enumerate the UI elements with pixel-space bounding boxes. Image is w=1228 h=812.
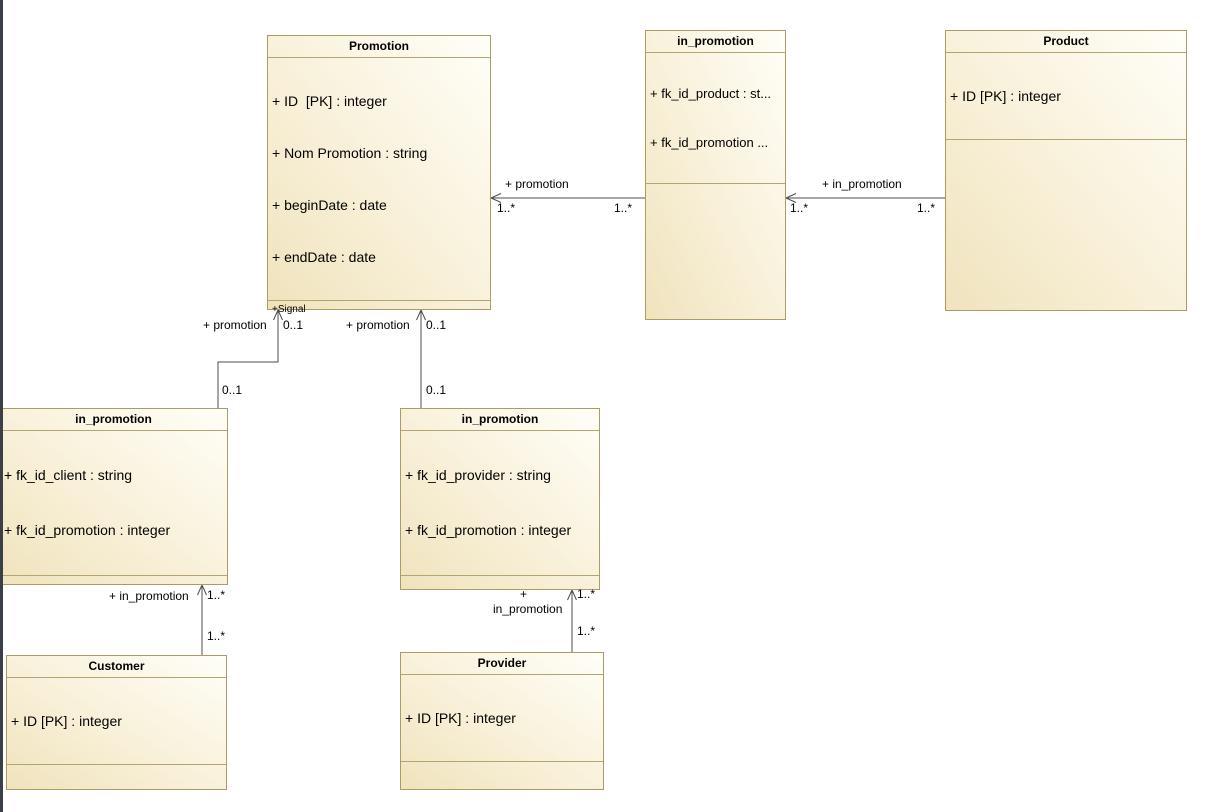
class-attribute: + ID [PK] : integer (272, 93, 387, 109)
assoc-multiplicity: 1..* (207, 629, 226, 643)
assoc-role-label: + promotion (346, 318, 410, 332)
assoc-line-customer-to-inpromotion[interactable] (197, 583, 207, 655)
class-attribute: + beginDate : date (272, 197, 387, 213)
class-title: Provider (401, 653, 603, 675)
class-title: in_promotion (0, 409, 227, 431)
class-box-product[interactable]: Product + ID [PK] : integer (945, 30, 1187, 311)
class-attribute: + ID [PK] : integer (11, 713, 122, 729)
class-attribute: + ID [PK] : integer (405, 710, 516, 726)
class-box-promotion[interactable]: Promotion + ID [PK] : integer + Nom Prom… (267, 35, 491, 315)
assoc-multiplicity: 1..* (207, 588, 226, 602)
assoc-multiplicity: 0..1 (426, 383, 447, 397)
class-attribute: + fk_id_promotion : integer (4, 522, 171, 538)
assoc-multiplicity: 1..* (577, 587, 596, 601)
class-box-customer[interactable]: Customer + ID [PK] : integer (6, 655, 227, 790)
assoc-multiplicity: 1..* (614, 201, 633, 215)
class-title: in_promotion (646, 31, 785, 53)
class-title: Product (946, 31, 1186, 53)
assoc-role-label: + in_promotion (109, 589, 189, 603)
class-title: Promotion (268, 36, 490, 58)
class-attribute: + fk_id_product : st... (650, 86, 772, 101)
assoc-line-inpromotionprovider-to-promotion[interactable] (416, 308, 426, 408)
class-attribute: + fk_id_promotion : integer (405, 522, 572, 538)
class-box-provider[interactable]: Provider + ID [PK] : integer (400, 652, 604, 790)
class-attribute: + Nom Promotion : string (272, 145, 428, 161)
assoc-multiplicity: 0..1 (222, 383, 243, 397)
assoc-multiplicity: 0..1 (426, 318, 447, 332)
assoc-role-label: + (520, 587, 528, 601)
assoc-multiplicity: 1..* (497, 201, 516, 215)
canvas-edge-bar (0, 0, 3, 812)
assoc-role-label: + promotion (505, 177, 569, 191)
assoc-line-inpromotionclient-to-promotion[interactable] (217, 308, 283, 408)
class-box-in-promotion-client[interactable]: in_promotion + fk_id_client : string + f… (0, 408, 228, 585)
assoc-role-label: + promotion (203, 318, 267, 332)
class-attribute: + endDate : date (272, 249, 376, 265)
assoc-line-product-to-inpromotion[interactable] (784, 193, 945, 203)
assoc-role-label: + in_promotion (822, 177, 902, 191)
assoc-multiplicity: 1..* (577, 624, 596, 638)
assoc-multiplicity: 1..* (790, 201, 809, 215)
assoc-line-inpromotion-to-promotion[interactable] (489, 193, 645, 203)
class-attribute: + ID [PK] : integer (950, 88, 1061, 104)
assoc-role-label: in_promotion (493, 602, 563, 616)
class-attribute: + fk_id_client : string (4, 467, 133, 483)
class-attribute: + fk_id_provider : string (405, 467, 551, 483)
class-box-in-promotion-product[interactable]: in_promotion + fk_id_product : st... + f… (645, 30, 786, 320)
assoc-line-provider-to-inpromotion[interactable] (567, 588, 577, 652)
class-title: Customer (7, 656, 226, 678)
assoc-multiplicity: 0..1 (283, 318, 304, 332)
class-box-in-promotion-provider[interactable]: in_promotion + fk_id_provider : string +… (400, 408, 600, 590)
assoc-multiplicity: 1..* (917, 201, 936, 215)
class-title: in_promotion (401, 409, 599, 431)
class-operation: +Signal (272, 304, 306, 315)
class-attribute: + fk_id_promotion ... (650, 135, 769, 150)
